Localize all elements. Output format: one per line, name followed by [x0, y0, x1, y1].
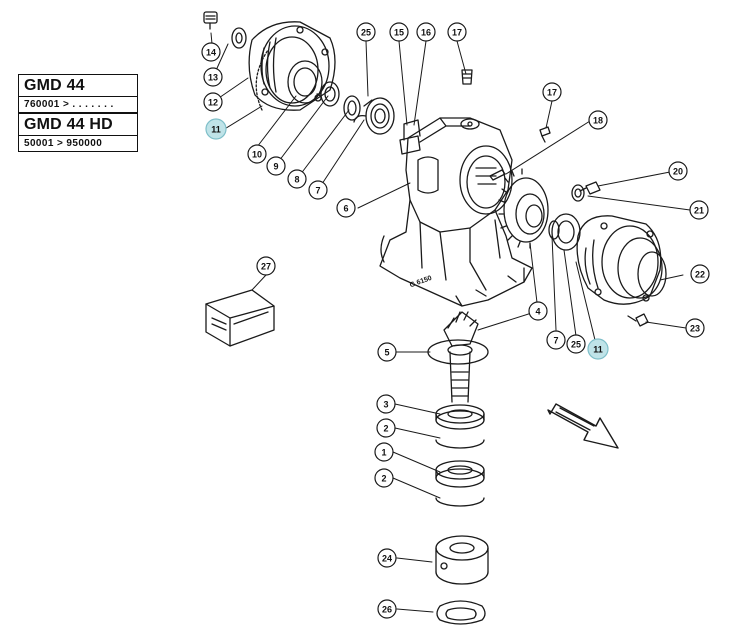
bearing-3 — [435, 404, 485, 430]
svg-text:12: 12 — [208, 98, 218, 108]
callout-24: 24 — [377, 548, 397, 568]
svg-text:9: 9 — [273, 162, 278, 172]
o-ring-5 — [427, 339, 489, 365]
circlip-2-upper — [435, 439, 485, 449]
svg-text:17: 17 — [452, 28, 462, 38]
callout-7-left: 7 — [308, 180, 328, 200]
callout-20: 20 — [668, 161, 688, 181]
callout-1: 1 — [374, 442, 394, 462]
serial-range: 760001 > . . . . . . . — [24, 99, 114, 110]
callout-6: 6 — [336, 198, 356, 218]
svg-text:25: 25 — [361, 28, 371, 38]
svg-text:16: 16 — [421, 28, 431, 38]
callout-18: 18 — [588, 110, 608, 130]
callout-5: 5 — [377, 342, 397, 362]
svg-text:1: 1 — [381, 448, 386, 458]
svg-text:14: 14 — [206, 48, 216, 58]
cover-22 — [576, 215, 667, 305]
retainer-26 — [436, 600, 486, 625]
callout-21: 21 — [689, 200, 709, 220]
callouts: 14 13 12 11 10 9 8 7 25 15 16 17 6 17 18… — [201, 22, 710, 619]
svg-text:3: 3 — [383, 400, 388, 410]
gasket-10 — [255, 49, 269, 111]
callout-8: 8 — [287, 169, 307, 189]
callout-4: 4 — [528, 301, 548, 321]
callout-11-right: 11 — [587, 338, 609, 360]
callout-27: 27 — [256, 256, 276, 276]
model-box-gmd44hd: GMD 44 HD 50001 > 950000 — [18, 113, 138, 152]
pinion-shaft — [443, 311, 479, 403]
right-assembly — [461, 69, 667, 327]
callout-13: 13 — [203, 67, 223, 87]
circlip-2-lower — [435, 497, 485, 507]
svg-text:2: 2 — [381, 474, 386, 484]
callout-10: 10 — [247, 144, 267, 164]
direction-arrow — [547, 403, 619, 449]
part-box-27 — [205, 289, 275, 347]
svg-text:11: 11 — [211, 125, 221, 135]
svg-text:20: 20 — [673, 167, 683, 177]
bolt-23 — [627, 313, 649, 327]
callout-9: 9 — [266, 156, 286, 176]
svg-text:25: 25 — [571, 340, 581, 350]
serial-range: 50001 > 950000 — [24, 138, 103, 149]
model-box-gmd44: GMD 44 760001 > . . . . . . . — [18, 74, 138, 113]
svg-text:23: 23 — [690, 324, 700, 334]
washer-13 — [231, 27, 247, 49]
callout-2-lower: 2 — [374, 468, 394, 488]
svg-text:4: 4 — [535, 307, 540, 317]
svg-text:7: 7 — [315, 186, 320, 196]
svg-text:2: 2 — [383, 424, 388, 434]
callout-26: 26 — [377, 599, 397, 619]
callout-17-right: 17 — [542, 82, 562, 102]
washer-21 — [571, 184, 585, 202]
svg-text:21: 21 — [694, 206, 704, 216]
svg-text:17: 17 — [547, 88, 557, 98]
callout-2-upper: 2 — [376, 418, 396, 438]
bolt-14 — [203, 11, 218, 30]
callout-3: 3 — [376, 394, 396, 414]
model-name: GMD 44 — [19, 75, 137, 97]
vent-17 — [539, 126, 551, 143]
svg-text:6: 6 — [343, 204, 348, 214]
svg-text:18: 18 — [593, 116, 603, 126]
callout-11-left: 11 — [205, 118, 227, 140]
bearing-7-right — [551, 213, 581, 251]
bearing-7 — [353, 97, 395, 135]
svg-text:11: 11 — [593, 345, 603, 355]
seal-9 — [316, 81, 340, 107]
sleeve-24 — [435, 535, 489, 585]
callout-22: 22 — [690, 264, 710, 284]
gearbox-housing-6 — [379, 117, 533, 307]
svg-text:8: 8 — [294, 175, 299, 185]
svg-text:13: 13 — [208, 73, 218, 83]
callout-17-top: 17 — [447, 22, 467, 42]
svg-text:7: 7 — [553, 336, 558, 346]
svg-text:26: 26 — [382, 605, 392, 615]
callout-14: 14 — [201, 42, 221, 62]
svg-text:27: 27 — [261, 262, 271, 272]
svg-text:10: 10 — [252, 150, 262, 160]
callout-25-right: 25 — [566, 334, 586, 354]
callout-16: 16 — [416, 22, 436, 42]
callout-15: 15 — [389, 22, 409, 42]
svg-text:22: 22 — [695, 270, 705, 280]
model-name: GMD 44 HD — [19, 114, 137, 136]
callout-23: 23 — [685, 318, 705, 338]
callout-7-right: 7 — [546, 330, 566, 350]
svg-text:24: 24 — [382, 554, 392, 564]
svg-text:15: 15 — [394, 28, 404, 38]
cover-12 — [248, 21, 336, 111]
leader-lines — [210, 32, 691, 613]
bearing-1 — [435, 460, 485, 488]
ring-8 — [343, 95, 361, 121]
callout-25-top: 25 — [356, 22, 376, 42]
left-cover-assembly — [203, 11, 395, 135]
callout-12: 12 — [203, 92, 223, 112]
plug-17 — [461, 69, 473, 85]
svg-text:5: 5 — [384, 348, 389, 358]
ring-gear — [498, 168, 549, 249]
